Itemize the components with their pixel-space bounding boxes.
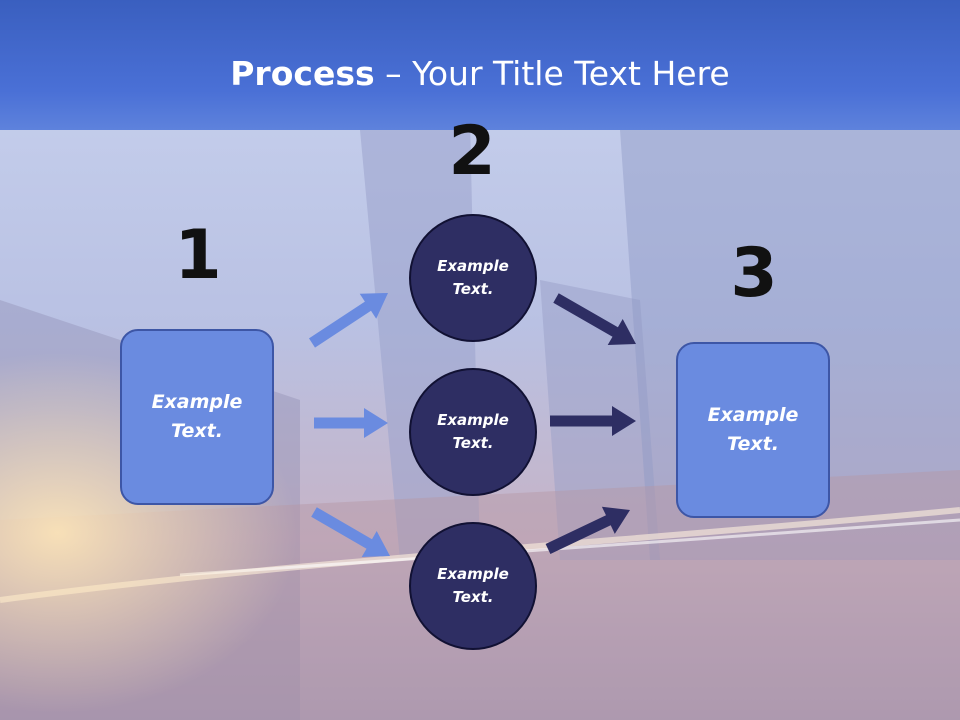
top-circle-text: Example Text. (437, 257, 509, 298)
arrow-left-to-middle-circle (314, 408, 388, 438)
top-circle: Example Text. (409, 214, 537, 342)
arrow-left-to-bottom-circle (311, 507, 390, 557)
step-number-1: 1 (174, 216, 222, 295)
step-number-2: 2 (448, 112, 496, 191)
left-step-box: Example Text. (120, 329, 274, 505)
arrow-bottom-circle-to-right (545, 506, 630, 554)
right-step-box-text: Example Text. (707, 404, 799, 455)
title-bar (0, 0, 960, 130)
bottom-circle-text: Example Text. (437, 565, 509, 606)
middle-circle-text: Example Text. (437, 411, 509, 452)
bottom-circle: Example Text. (409, 522, 537, 650)
arrow-middle-circle-to-right (550, 406, 636, 436)
right-step-box: Example Text. (676, 342, 830, 518)
title-bold: Process (230, 54, 375, 93)
step-number-3: 3 (730, 234, 778, 313)
middle-circle: Example Text. (409, 368, 537, 496)
left-step-box-text: Example Text. (151, 391, 243, 442)
title-rest: – Your Title Text Here (374, 54, 730, 93)
arrow-left-to-top-circle (309, 293, 388, 348)
slide-title: Process – Your Title Text Here (0, 52, 960, 96)
arrow-top-circle-to-right (553, 293, 636, 345)
